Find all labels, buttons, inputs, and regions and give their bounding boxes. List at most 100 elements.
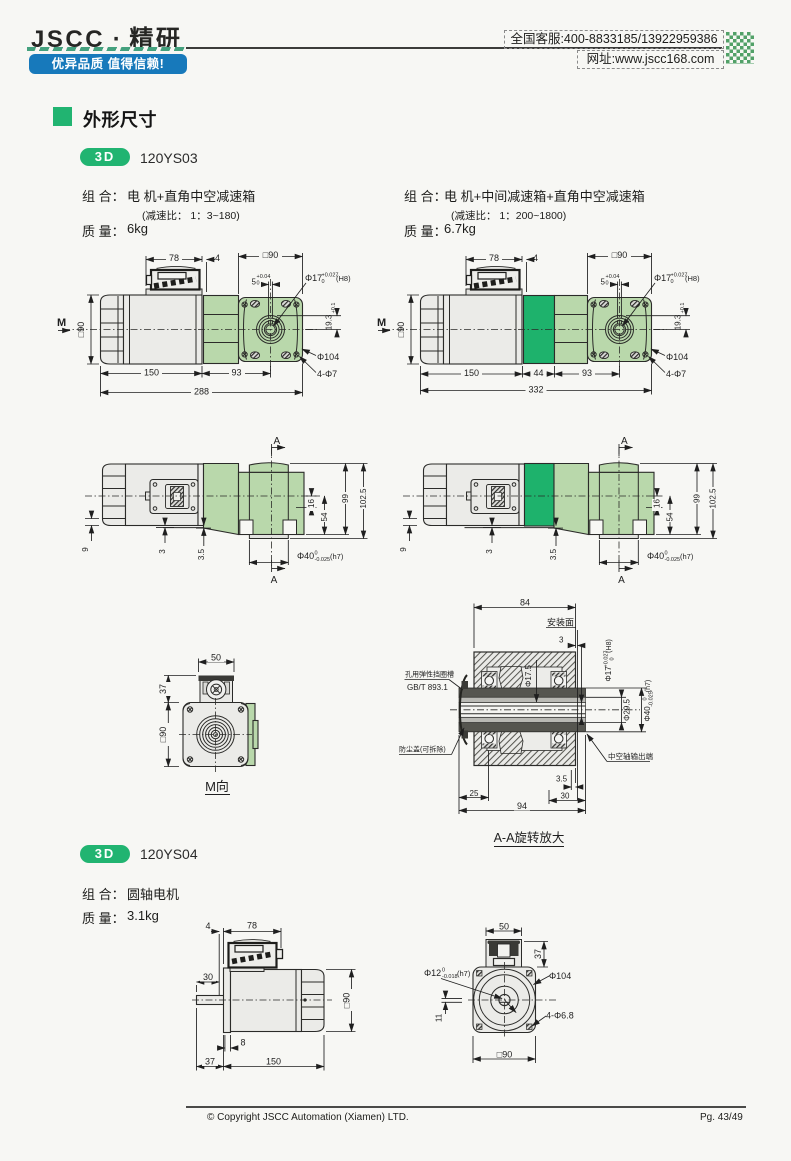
svg-text:Φ40: Φ40: [297, 551, 314, 561]
svg-text:□90: □90: [158, 727, 168, 742]
svg-text:(H8): (H8): [336, 274, 351, 283]
svg-text:(h7): (h7): [330, 552, 344, 561]
svg-text:11: 11: [435, 1013, 444, 1022]
svg-text:93: 93: [231, 368, 241, 378]
svg-text:Φ104: Φ104: [666, 352, 688, 362]
svg-text:4: 4: [215, 253, 220, 263]
svg-text:78: 78: [247, 921, 257, 931]
svg-text:102.5: 102.5: [709, 488, 718, 509]
svg-text:Φ29.5: Φ29.5: [623, 698, 632, 721]
svg-text:(h7): (h7): [645, 680, 652, 692]
svg-text:0: 0: [610, 657, 616, 660]
svg-text:-0.018: -0.018: [442, 974, 458, 980]
svg-text:Φ40: Φ40: [647, 551, 664, 561]
svg-text:Φ17: Φ17: [604, 666, 613, 682]
svg-text:GB/T 893.1: GB/T 893.1: [407, 683, 448, 692]
svg-text:□90: □90: [497, 1050, 512, 1060]
svg-text:A: A: [621, 436, 628, 447]
svg-text:99: 99: [341, 494, 350, 503]
svg-text:16: 16: [653, 499, 662, 508]
svg-text:A-A旋转放大: A-A旋转放大: [494, 830, 565, 845]
svg-text:Φ17.5: Φ17.5: [524, 664, 533, 687]
svg-text:□90: □90: [612, 250, 627, 260]
svg-text:16: 16: [307, 499, 316, 508]
svg-text:Φ40: Φ40: [643, 706, 652, 722]
svg-text:50: 50: [211, 653, 221, 663]
svg-text:0: 0: [315, 551, 318, 557]
svg-text:+0.04: +0.04: [606, 274, 620, 280]
svg-text:37: 37: [158, 684, 168, 694]
svg-text:4-Φ7: 4-Φ7: [317, 369, 337, 379]
svg-text:78: 78: [169, 253, 179, 263]
svg-text:-0.025: -0.025: [649, 691, 655, 707]
svg-text:中空轴输出端: 中空轴输出端: [608, 751, 653, 761]
svg-text:0: 0: [671, 279, 674, 285]
svg-text:Φ104: Φ104: [549, 971, 571, 981]
svg-text:安装面: 安装面: [547, 617, 574, 628]
svg-text:50: 50: [499, 922, 509, 932]
svg-text:9: 9: [399, 547, 408, 552]
svg-text:3.5: 3.5: [549, 548, 558, 560]
svg-text:37: 37: [205, 1057, 215, 1067]
svg-text:-0.025: -0.025: [315, 557, 331, 563]
svg-text:□90: □90: [76, 322, 86, 337]
svg-text:3: 3: [158, 549, 167, 554]
svg-text:84: 84: [520, 598, 530, 608]
svg-text:M向: M向: [205, 779, 229, 794]
svg-text:A: A: [271, 575, 278, 586]
svg-text:30: 30: [203, 972, 213, 982]
svg-text:3.5: 3.5: [556, 775, 568, 784]
svg-text:+0.04: +0.04: [257, 274, 271, 280]
svg-text:+0.027: +0.027: [322, 273, 339, 279]
svg-text:0: 0: [442, 968, 445, 974]
svg-text:94: 94: [517, 801, 527, 811]
svg-text:4: 4: [205, 921, 210, 931]
svg-text:孔用弹性挡圈槽: 孔用弹性挡圈槽: [405, 670, 454, 679]
svg-text:37: 37: [533, 949, 543, 959]
svg-text:5: 5: [252, 278, 257, 287]
svg-text:□90: □90: [263, 250, 278, 260]
svg-text:(H8): (H8): [606, 639, 613, 653]
svg-text:93: 93: [582, 368, 592, 378]
svg-text:(h7): (h7): [680, 552, 694, 561]
svg-text:30: 30: [561, 792, 570, 801]
svg-text:M: M: [377, 317, 386, 329]
svg-text:19.3: 19.3: [674, 314, 683, 330]
svg-text:+0.1: +0.1: [331, 303, 337, 314]
svg-text:54: 54: [666, 512, 675, 521]
svg-text:+0.027: +0.027: [671, 273, 688, 279]
svg-text:Φ17: Φ17: [654, 273, 671, 283]
svg-text:288: 288: [194, 387, 209, 397]
svg-text:99: 99: [693, 494, 702, 503]
svg-text:0: 0: [643, 697, 649, 700]
svg-text:3: 3: [485, 549, 494, 554]
svg-text:-0.025: -0.025: [665, 557, 681, 563]
svg-text:25: 25: [470, 789, 479, 798]
svg-text:44: 44: [533, 368, 543, 378]
svg-text:150: 150: [464, 368, 479, 378]
svg-text:0: 0: [322, 279, 325, 285]
svg-text:5: 5: [601, 278, 606, 287]
svg-text:9: 9: [81, 547, 90, 552]
svg-text:4-Φ7: 4-Φ7: [666, 369, 686, 379]
svg-text:150: 150: [144, 368, 159, 378]
svg-text:Φ17: Φ17: [305, 273, 322, 283]
svg-text:54: 54: [320, 512, 329, 521]
svg-text:□90: □90: [396, 322, 406, 337]
svg-text:332: 332: [528, 385, 543, 395]
svg-text:Φ12: Φ12: [424, 968, 441, 978]
svg-text:A: A: [274, 436, 281, 447]
svg-text:3: 3: [559, 636, 564, 645]
svg-text:0: 0: [606, 281, 609, 287]
svg-text:(H8): (H8): [685, 274, 700, 283]
svg-text:8: 8: [240, 1038, 245, 1048]
svg-text:19.3: 19.3: [325, 314, 334, 330]
svg-text:防尘盖(可拆除): 防尘盖(可拆除): [399, 745, 446, 754]
svg-text:0: 0: [257, 281, 260, 287]
svg-text:3.5: 3.5: [197, 548, 206, 560]
svg-text:+0.027: +0.027: [604, 651, 610, 668]
svg-text:□90: □90: [342, 993, 352, 1008]
svg-text:0: 0: [665, 551, 668, 557]
svg-text:A: A: [618, 575, 625, 586]
svg-text:78: 78: [489, 253, 499, 263]
